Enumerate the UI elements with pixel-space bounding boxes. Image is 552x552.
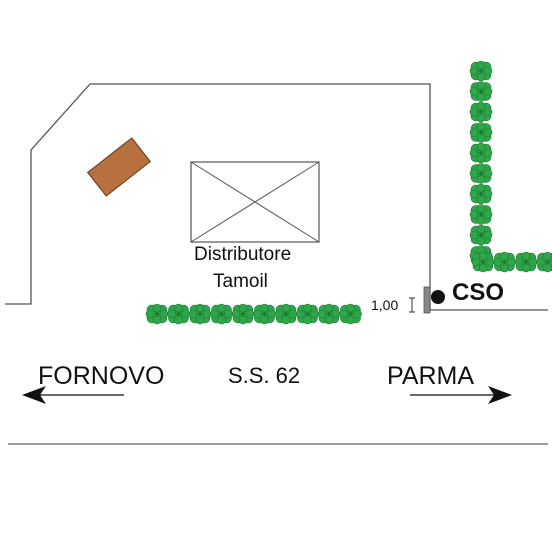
bush-icon xyxy=(253,303,276,325)
bush-icon xyxy=(469,224,493,246)
direction-left-label: FORNOVO xyxy=(38,362,165,390)
bush-icon xyxy=(469,204,493,225)
bush-icon xyxy=(471,251,495,273)
marker-label: CSO xyxy=(452,279,505,306)
bush-icon xyxy=(469,60,493,82)
arrow-left-icon xyxy=(22,386,124,404)
bush-icon xyxy=(469,163,493,184)
arrow-right-icon xyxy=(410,386,512,404)
hedges xyxy=(145,60,552,325)
bush-icon xyxy=(469,81,493,102)
station-name: Distributore xyxy=(194,244,292,265)
dimension-icon xyxy=(409,297,415,313)
bush-icon xyxy=(167,303,190,325)
station-brand: Tamoil xyxy=(213,271,268,292)
road-label: S.S. 62 xyxy=(228,363,301,388)
bush-icon xyxy=(493,251,516,273)
bush-icon xyxy=(188,303,212,325)
bush-icon xyxy=(317,303,341,325)
bush-icon xyxy=(145,303,169,325)
bush-icon xyxy=(231,303,255,325)
bush-icon xyxy=(274,303,298,325)
canopy xyxy=(190,161,320,243)
bush-icon xyxy=(469,122,493,143)
bush-icon xyxy=(469,183,493,205)
bush-icon xyxy=(469,101,493,123)
lot-boundary xyxy=(5,83,548,311)
bush-icon xyxy=(536,251,552,273)
point-marker-icon xyxy=(431,290,445,304)
building xyxy=(86,137,152,197)
bush-icon xyxy=(296,303,319,325)
cso-post xyxy=(423,286,431,314)
bush-icon xyxy=(514,251,538,273)
distance-label: 1,00 xyxy=(371,297,399,313)
bush-icon xyxy=(210,303,233,325)
bush-icon xyxy=(339,303,362,325)
bush-icon xyxy=(469,142,493,164)
direction-right-label: PARMA xyxy=(387,362,475,390)
